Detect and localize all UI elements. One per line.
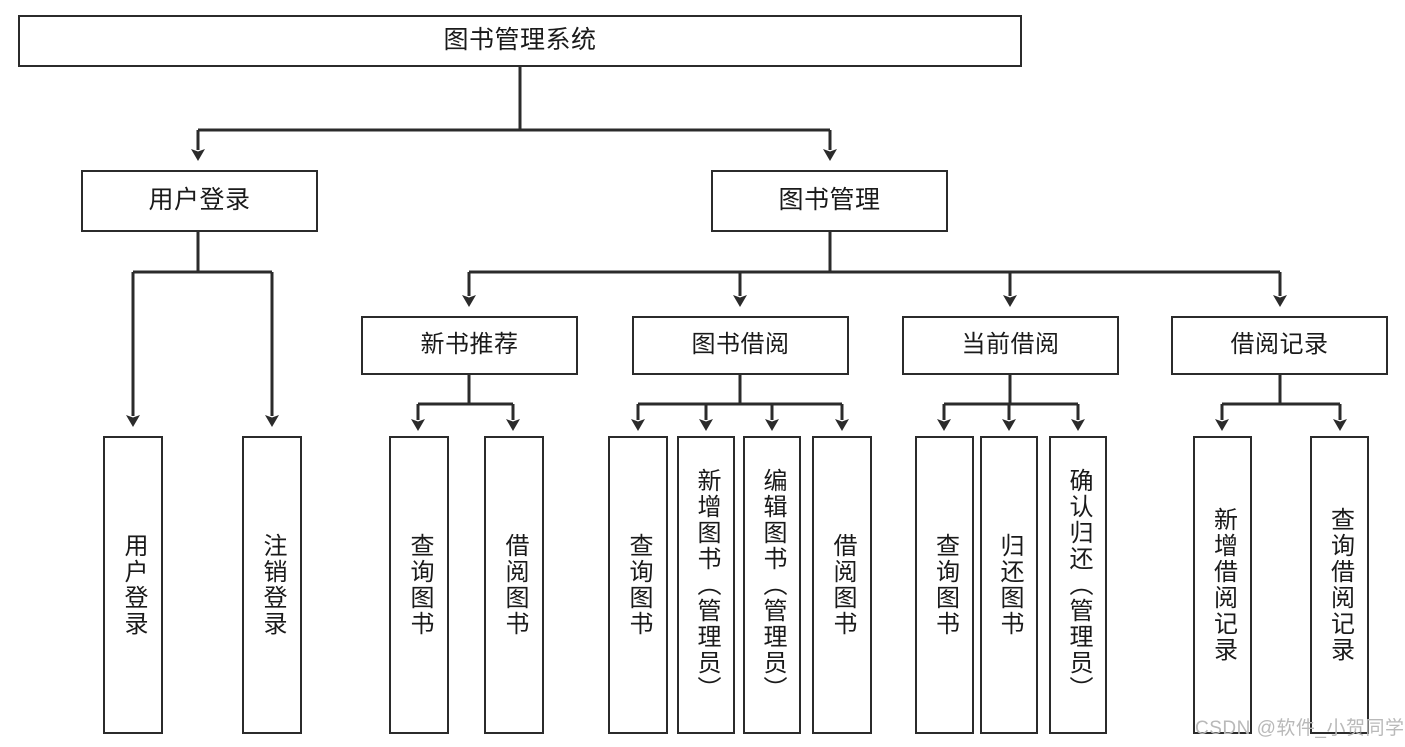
- leaf-confirm-return[interactable]: 确认归还（管理员）: [1049, 436, 1107, 734]
- node-new-book-recommend[interactable]: 新书推荐: [361, 316, 578, 375]
- leaf-return-book[interactable]: 归还图书: [980, 436, 1038, 734]
- leaf-user-logout[interactable]: 注销登录: [242, 436, 302, 734]
- node-label: 注销登录: [259, 533, 286, 637]
- node-book-management-system[interactable]: 图书管理系统: [18, 15, 1022, 67]
- node-book-borrow[interactable]: 图书借阅: [632, 316, 849, 375]
- node-label: 图书管理: [778, 186, 881, 215]
- leaf-query-borrow-record[interactable]: 查询借阅记录: [1310, 436, 1369, 734]
- node-label: 新书推荐: [420, 331, 519, 359]
- leaf-query-book-recommend[interactable]: 查询图书: [389, 436, 449, 734]
- node-current-borrow[interactable]: 当前借阅: [902, 316, 1119, 375]
- leaf-user-login[interactable]: 用户登录: [103, 436, 163, 734]
- leaf-add-book[interactable]: 新增图书（管理员）: [677, 436, 735, 734]
- node-label: 用户登录: [120, 533, 147, 637]
- node-label: 当前借阅: [961, 331, 1060, 359]
- watermark-text: CSDN @软件_小贺同学: [1195, 718, 1405, 739]
- leaf-add-borrow-record[interactable]: 新增借阅记录: [1193, 436, 1252, 734]
- node-label: 查询图书: [931, 533, 959, 637]
- leaf-query-book-current[interactable]: 查询图书: [915, 436, 974, 734]
- node-label: 新增图书（管理员）: [693, 468, 720, 702]
- node-label: 查询借阅记录: [1326, 507, 1354, 663]
- node-label: 借阅图书: [501, 533, 528, 637]
- leaf-borrow-book-recommend[interactable]: 借阅图书: [484, 436, 544, 734]
- node-label: 查询图书: [625, 533, 652, 637]
- node-label: 新增借阅记录: [1209, 507, 1237, 663]
- node-label: 确认归还（管理员）: [1065, 468, 1092, 702]
- node-borrow-record[interactable]: 借阅记录: [1171, 316, 1388, 375]
- node-label: 查询图书: [406, 533, 433, 637]
- node-label: 归还图书: [996, 533, 1023, 637]
- node-label: 用户登录: [148, 186, 251, 215]
- node-label: 借阅记录: [1230, 331, 1329, 359]
- leaf-query-book-borrow[interactable]: 查询图书: [608, 436, 668, 734]
- leaf-edit-book[interactable]: 编辑图书（管理员）: [743, 436, 801, 734]
- node-label: 编辑图书（管理员）: [759, 468, 786, 702]
- node-user-login[interactable]: 用户登录: [81, 170, 318, 232]
- leaf-borrow-book[interactable]: 借阅图书: [812, 436, 872, 734]
- node-label: 图书借阅: [691, 331, 790, 359]
- node-book-management[interactable]: 图书管理: [711, 170, 948, 232]
- node-label: 图书管理系统: [443, 26, 597, 55]
- node-label: 借阅图书: [829, 533, 856, 637]
